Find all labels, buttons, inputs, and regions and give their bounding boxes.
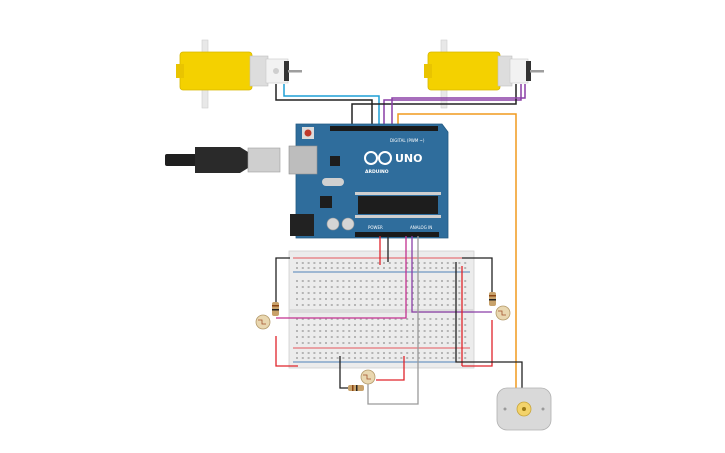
breadboard[interactable]: [288, 250, 475, 369]
board-brand-label: ARDUINO: [365, 169, 389, 175]
gear-motor-right[interactable]: [424, 39, 544, 109]
photoresistor-left[interactable]: [255, 314, 271, 330]
arduino-uno-board[interactable]: UNO ARDUINO DIGITAL (PWM ~) POWER ANALOG…: [288, 123, 449, 239]
motor-wires: [275, 84, 526, 388]
power-label: POWER: [368, 225, 383, 230]
capacitor-2: [341, 217, 355, 231]
arduino-logo-icon: [364, 151, 392, 165]
atmega-chip: [358, 196, 438, 214]
breadboard-holes: [296, 262, 467, 359]
photoresistor-bottom[interactable]: [360, 369, 376, 385]
resistor-left[interactable]: [272, 302, 279, 316]
reset-button-cap[interactable]: [304, 129, 312, 137]
breadboard-wires: [275, 236, 523, 405]
digital-pins-label: DIGITAL (PWM ~): [390, 138, 425, 143]
usb-cable-icon: [165, 147, 281, 173]
digital-header: [330, 126, 438, 131]
gear-motor-left[interactable]: [176, 39, 302, 109]
capacitor-1: [326, 217, 340, 231]
photoresistor-right[interactable]: [495, 305, 511, 321]
analog-label: ANALOG IN: [410, 225, 432, 230]
crystal: [322, 178, 344, 186]
resistor-bottom[interactable]: [348, 385, 364, 391]
analog-header: [355, 232, 439, 237]
dc-motor[interactable]: [496, 387, 552, 431]
resistor-right[interactable]: [489, 292, 496, 306]
board-model-label: UNO: [395, 152, 423, 165]
